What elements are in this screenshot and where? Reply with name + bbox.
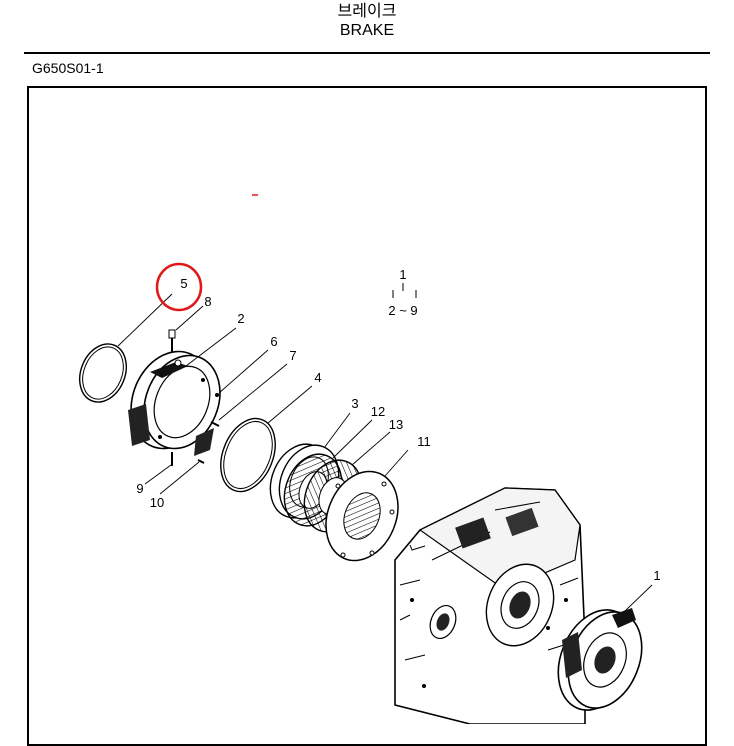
highlight-circle <box>155 262 203 312</box>
part-9-bolt <box>144 452 173 485</box>
assembly-label-top: 1 <box>399 267 406 282</box>
transmission-case <box>394 487 586 724</box>
callout-12: 12 <box>371 404 385 419</box>
callout-8: 8 <box>204 294 211 309</box>
callout-4: 4 <box>314 370 321 385</box>
callout-7: 7 <box>289 348 296 363</box>
assembly-label: 1 2 ~ 9 <box>388 267 417 318</box>
callout-5: 5 <box>180 276 187 291</box>
part-2-brake-housing <box>128 327 237 456</box>
part-10-washer <box>159 459 205 495</box>
figure-code: G650S01-1 <box>32 60 104 76</box>
part-6-pin <box>215 349 269 397</box>
header-divider <box>24 52 710 54</box>
callout-11: 11 <box>417 434 431 449</box>
callout-1: 1 <box>653 568 660 583</box>
part-4-large-o-ring <box>220 385 313 493</box>
callout-6: 6 <box>270 334 277 349</box>
callout-13: 13 <box>389 417 403 432</box>
callout-10: 10 <box>150 495 164 510</box>
page-title-english: BRAKE <box>339 22 395 39</box>
part-8-bolt <box>168 305 204 352</box>
callout-2: 2 <box>237 311 244 326</box>
exploded-parts-diagram: 1 2 ~ 9 5 2 8 6 <box>79 194 661 724</box>
callout-9: 9 <box>136 481 143 496</box>
callout-3: 3 <box>351 396 358 411</box>
part-11-pressure-plate <box>325 449 409 562</box>
part-1-brake-assembly <box>557 584 653 711</box>
part-5-o-ring <box>79 293 173 403</box>
assembly-label-range: 2 ~ 9 <box>388 303 417 318</box>
part-7-dowel <box>210 363 288 427</box>
page-title-korean: 브레이크 <box>337 1 397 20</box>
